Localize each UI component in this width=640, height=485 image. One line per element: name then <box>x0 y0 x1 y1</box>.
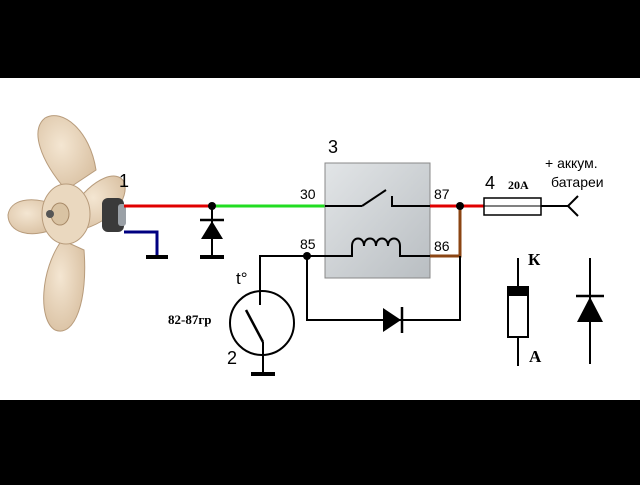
diagram-background <box>0 78 640 400</box>
label-fan-number: 1 <box>119 171 129 191</box>
relay <box>324 162 431 279</box>
label-thermo-number: 2 <box>227 348 237 368</box>
suppression-diode <box>200 202 224 259</box>
label-thermo-symbol: t° <box>236 269 248 288</box>
label-anode: А <box>529 347 542 366</box>
thermo-switch <box>229 290 295 376</box>
wire-fan-ground <box>124 230 159 256</box>
label-fuse-rating: 20А <box>508 178 529 192</box>
label-pin-87: 87 <box>434 186 450 202</box>
cathode-band <box>509 288 527 296</box>
relay-body <box>324 162 431 279</box>
fuse <box>483 195 579 217</box>
relay-coil <box>325 237 430 257</box>
label-battery-line1: + аккум. <box>545 155 598 171</box>
label-battery-line2: батареи <box>551 174 604 190</box>
label-pin-86: 86 <box>434 238 450 254</box>
cooling-fan <box>7 115 126 332</box>
fan-hub-bolt <box>46 210 54 218</box>
battery-terminal-arrow <box>566 195 579 217</box>
label-fuse-number: 4 <box>485 173 495 193</box>
diode-package-legend <box>507 258 529 366</box>
diode-symbol-legend <box>576 258 604 364</box>
label-pin-85: 85 <box>300 236 316 252</box>
label-relay-number: 3 <box>328 137 338 157</box>
coil-diode <box>383 307 404 333</box>
relay-contact <box>361 189 387 207</box>
label-pin-30: 30 <box>300 186 316 202</box>
label-cathode: К <box>528 250 541 269</box>
label-temperature-range: 82-87гр <box>168 312 211 327</box>
thermo-switch-contact <box>244 309 265 343</box>
